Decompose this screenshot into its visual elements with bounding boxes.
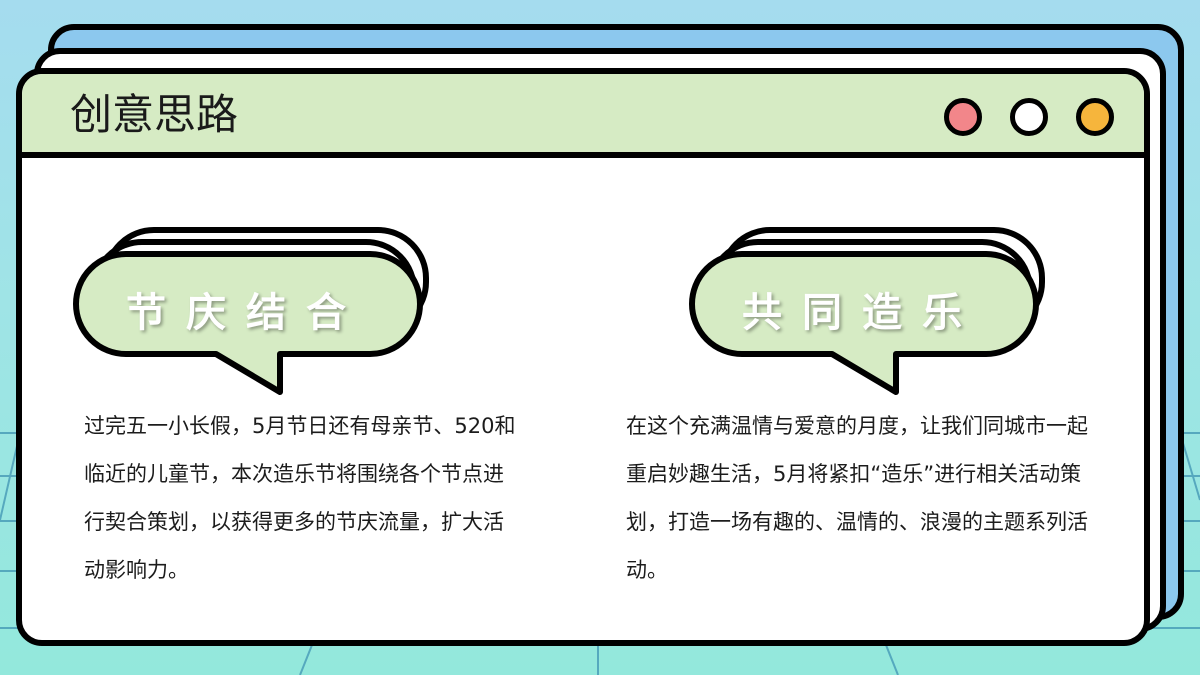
card-heading-right: 共同造乐 xyxy=(742,290,982,336)
page-title: 创意思路 xyxy=(70,90,239,139)
close-dot-icon[interactable] xyxy=(944,98,982,136)
speech-bubble-left xyxy=(73,227,429,395)
maximize-dot-icon[interactable] xyxy=(1076,98,1114,136)
speech-bubble-right xyxy=(689,227,1045,395)
minimize-dot-icon[interactable] xyxy=(1010,98,1048,136)
card-body-right: 在这个充满温情与爱意的月度，让我们同城市一起重启妙趣生活，5月将紧扣“造乐”进行… xyxy=(626,414,1088,582)
main-window: 创意思路 节庆结合 共同造乐 过完五一小长假，5月节日还有母亲节、520和临近的… xyxy=(16,68,1150,646)
card-body-left: 过完五一小长假，5月节日还有母亲节、520和临近的儿童节，本次造乐节将围绕各个节… xyxy=(84,414,516,582)
title-bar: 创意思路 xyxy=(22,74,1144,158)
card-heading-left: 节庆结合 xyxy=(126,290,366,336)
